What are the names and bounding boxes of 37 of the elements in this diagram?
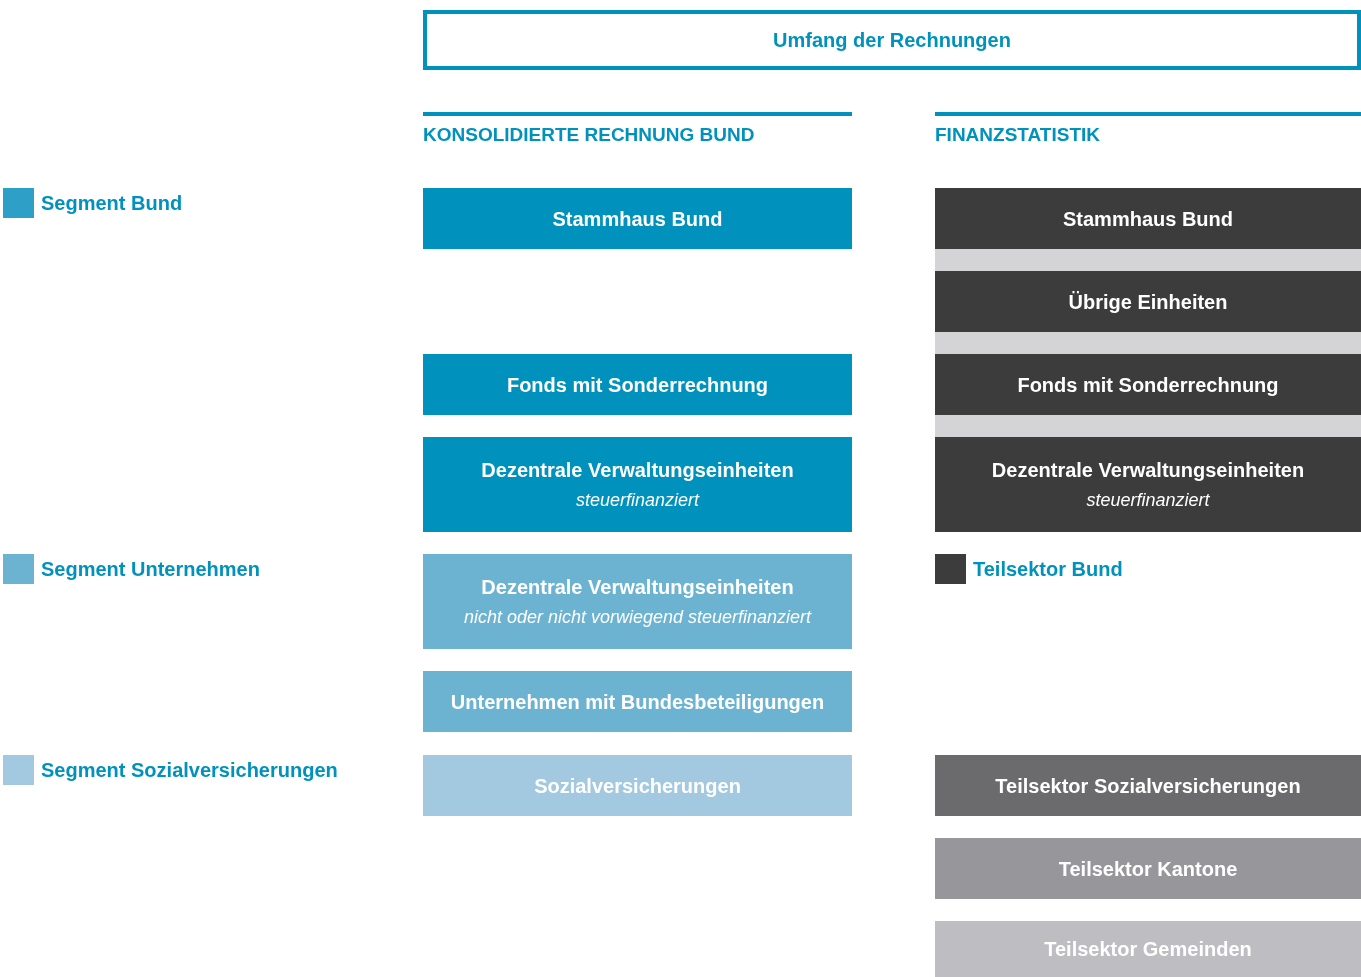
scope-banner	[423, 10, 1361, 70]
category-box	[423, 554, 852, 649]
category-box	[935, 188, 1361, 249]
box-title: Dezentrale Verwaltungseinheiten	[481, 574, 794, 600]
legend-label: Segment Bund	[41, 192, 183, 215]
box-title: Dezentrale Verwaltungseinheiten	[991, 457, 1305, 483]
box-title: Fonds mit Sonderrechnung	[1017, 372, 1279, 398]
box-subtitle: steuerfinanziert	[575, 488, 700, 512]
legend-label: Teilsektor Bund	[973, 558, 1123, 581]
box-title: Teilsektor Sozialversicherungen	[995, 773, 1301, 799]
box-title: Teilsektor Kantone	[1058, 856, 1238, 882]
category-box	[423, 437, 852, 532]
category-box	[935, 838, 1361, 899]
column-heading: FINANZSTATISTIK	[935, 112, 1361, 146]
box-title: Umfang der Rechnungen	[773, 28, 1011, 53]
category-box	[423, 755, 852, 816]
category-box	[935, 921, 1361, 977]
category-box	[935, 354, 1361, 415]
category-box	[935, 755, 1361, 816]
legend-label: Segment Sozialversicherungen	[41, 759, 338, 782]
column-heading: KONSOLIDIERTE RECHNUNG BUND	[423, 112, 852, 146]
legend-label: Segment Unternehmen	[41, 558, 260, 581]
box-title: Teilsektor Gemeinden	[1044, 937, 1252, 962]
category-box	[935, 271, 1361, 332]
category-box	[423, 671, 852, 732]
box-title: Übrige Einheiten	[1068, 289, 1228, 315]
category-box	[423, 354, 852, 415]
box-title: Dezentrale Verwaltungseinheiten	[481, 457, 794, 483]
category-box	[935, 437, 1361, 532]
box-subtitle: nicht oder nicht vorwiegend steuerfinanziert	[463, 605, 812, 629]
category-box	[423, 188, 852, 249]
box-title: Stammhaus Bund	[552, 206, 723, 232]
box-subtitle: steuerfinanziert	[1086, 488, 1210, 512]
box-title: Fonds mit Sonderrechnung	[506, 372, 769, 398]
box-title: Stammhaus Bund	[1063, 206, 1233, 232]
box-title: Unternehmen mit Bundesbeteiligungen	[450, 689, 825, 715]
box-title: Sozialversicherungen	[534, 773, 741, 799]
